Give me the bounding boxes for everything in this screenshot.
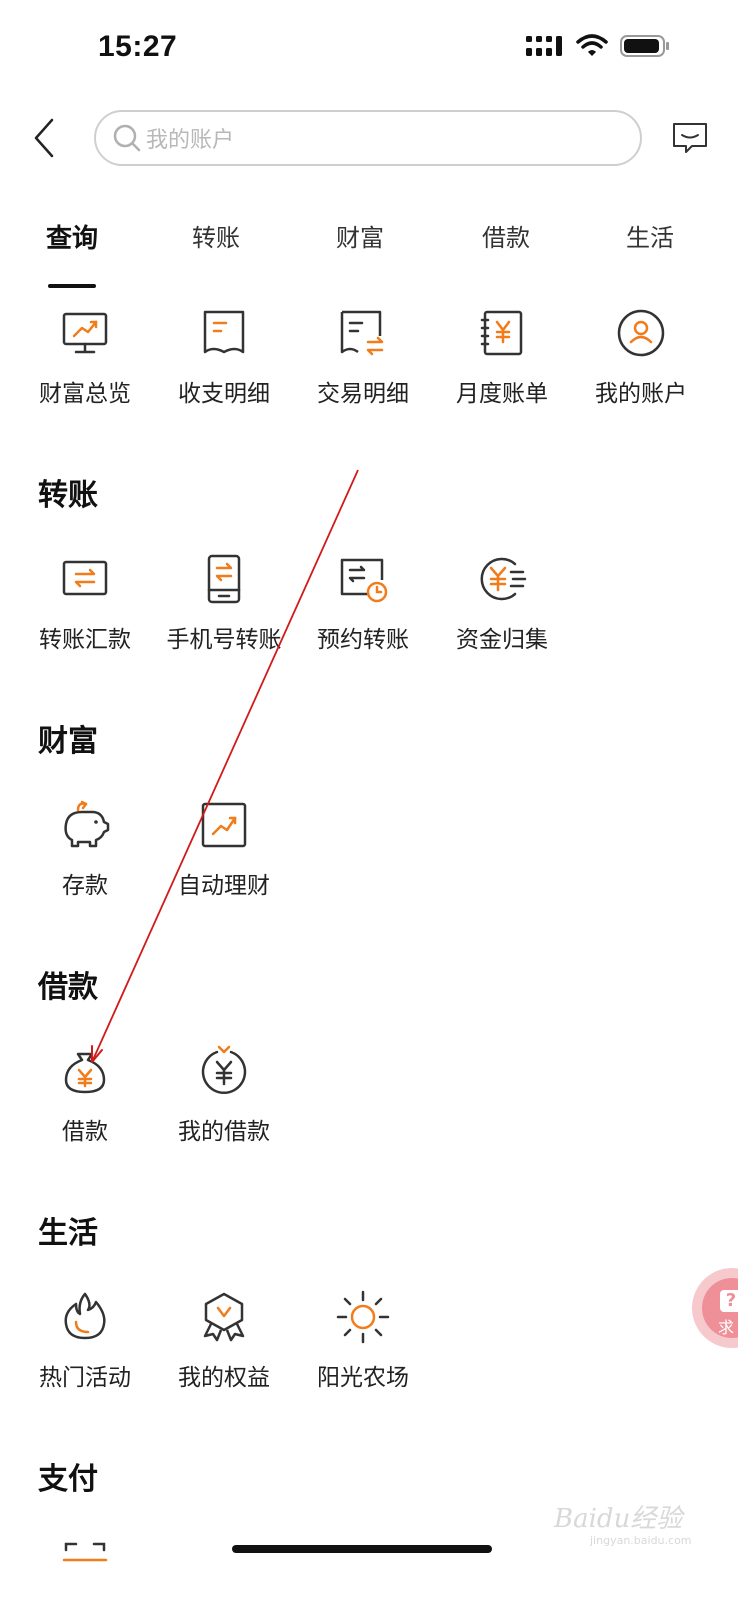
grid-item-label: 预约转账 <box>317 627 409 653</box>
sun-icon <box>336 1290 390 1344</box>
floating-help-inner: ? 求 <box>702 1278 738 1338</box>
grid-item-deposit[interactable]: 存款 <box>16 798 154 900</box>
grid-item-label: 转账汇款 <box>39 627 131 653</box>
section-title-pay: 支付 <box>38 1462 98 1497</box>
search-row: 我的账户 <box>0 108 738 168</box>
message-icon[interactable] <box>670 118 710 158</box>
grid-item-label: 资金归集 <box>456 627 548 653</box>
tab-transfer[interactable]: 转账 <box>192 224 240 252</box>
flame-icon <box>64 1292 106 1340</box>
user-account-icon <box>617 309 665 357</box>
tab-loan[interactable]: 借款 <box>482 224 530 252</box>
badge-icon <box>203 1292 245 1342</box>
grid-item-label: 我的借款 <box>178 1119 270 1145</box>
phone-transfer-icon <box>207 554 241 604</box>
grid-item-label: 存款 <box>62 873 108 899</box>
help-question-icon: ? <box>720 1290 738 1312</box>
auto-invest-icon <box>201 802 247 848</box>
search-placeholder: 我的账户 <box>146 128 235 153</box>
battery-icon <box>620 35 669 57</box>
monthly-bill-icon <box>480 310 523 356</box>
fund-collection-icon <box>480 557 527 601</box>
grid-item-label: 收支明细 <box>178 381 270 407</box>
my-loan-icon <box>201 1045 247 1094</box>
grid-item-label: 自动理财 <box>178 873 270 899</box>
section-title-wealth: 财富 <box>38 724 98 759</box>
grid-item-transfer-remit[interactable]: 转账汇款 <box>16 552 154 654</box>
scan-icon[interactable] <box>58 1538 112 1568</box>
status-time: 15:27 <box>98 30 178 63</box>
grid-item-sunshine-farm[interactable]: 阳光农场 <box>294 1290 432 1392</box>
grid-item-transaction-detail[interactable]: 交易明细 <box>294 306 432 408</box>
grid-item-monthly-bill[interactable]: 月度账单 <box>433 306 571 408</box>
grid-item-auto-invest[interactable]: 自动理财 <box>155 798 293 900</box>
grid-item-label: 月度账单 <box>456 381 548 407</box>
search-input[interactable]: 我的账户 <box>94 110 642 166</box>
grid-item-label: 热门活动 <box>39 1365 131 1391</box>
section-title-transfer: 转账 <box>38 478 98 513</box>
grid-item-label: 我的权益 <box>178 1365 270 1391</box>
home-indicator[interactable] <box>232 1545 492 1553</box>
tab-life[interactable]: 生活 <box>626 224 674 252</box>
money-bag-icon <box>64 1052 106 1094</box>
section-title-loan: 借款 <box>38 970 98 1005</box>
back-arrow-icon[interactable] <box>28 114 68 162</box>
piggy-bank-icon <box>64 800 110 848</box>
transfer-icon <box>62 560 108 596</box>
grid-item-loan[interactable]: 借款 <box>16 1044 154 1146</box>
cellular-signal-icon <box>526 36 562 56</box>
status-bar: 15:27 <box>0 0 738 100</box>
watermark: Baidu经验 <box>554 1504 683 1534</box>
section-title-life: 生活 <box>38 1216 98 1251</box>
tab-query[interactable]: 查询 <box>45 224 98 254</box>
grid-item-wealth-overview[interactable]: 财富总览 <box>16 306 154 408</box>
floating-help-text: 求 <box>718 1318 735 1337</box>
wealth-overview-icon <box>62 312 108 354</box>
category-tabs: 查询 转账 财富 借款 生活 <box>0 218 738 298</box>
wifi-icon <box>576 34 608 56</box>
scheduled-transfer-icon <box>340 558 388 603</box>
grid-item-label: 阳光农场 <box>317 1365 409 1391</box>
tab-wealth[interactable]: 财富 <box>336 224 384 252</box>
grid-item-scheduled-transfer[interactable]: 预约转账 <box>294 552 432 654</box>
grid-item-my-loan[interactable]: 我的借款 <box>155 1044 293 1146</box>
grid-item-fund-collection[interactable]: 资金归集 <box>433 552 571 654</box>
grid-item-label: 手机号转账 <box>166 627 282 653</box>
grid-item-label: 借款 <box>62 1119 108 1145</box>
grid-item-label: 交易明细 <box>317 381 409 407</box>
transaction-detail-icon <box>340 310 384 356</box>
tab-active-indicator <box>48 284 96 288</box>
receipt-icon <box>203 310 245 354</box>
watermark-url: jingyan.baidu.com <box>590 1534 692 1547</box>
grid-item-my-account[interactable]: 我的账户 <box>572 306 710 408</box>
grid-item-hot-activity[interactable]: 热门活动 <box>16 1290 154 1392</box>
grid-item-my-rights[interactable]: 我的权益 <box>155 1290 293 1392</box>
search-icon <box>113 124 141 152</box>
status-icons <box>526 34 670 58</box>
grid-item-income-expense[interactable]: 收支明细 <box>155 306 293 408</box>
floating-help-button[interactable]: ? 求 <box>692 1268 738 1348</box>
grid-item-label: 财富总览 <box>39 381 131 407</box>
grid-item-phone-transfer[interactable]: 手机号转账 <box>155 552 293 654</box>
grid-item-label: 我的账户 <box>595 381 687 407</box>
